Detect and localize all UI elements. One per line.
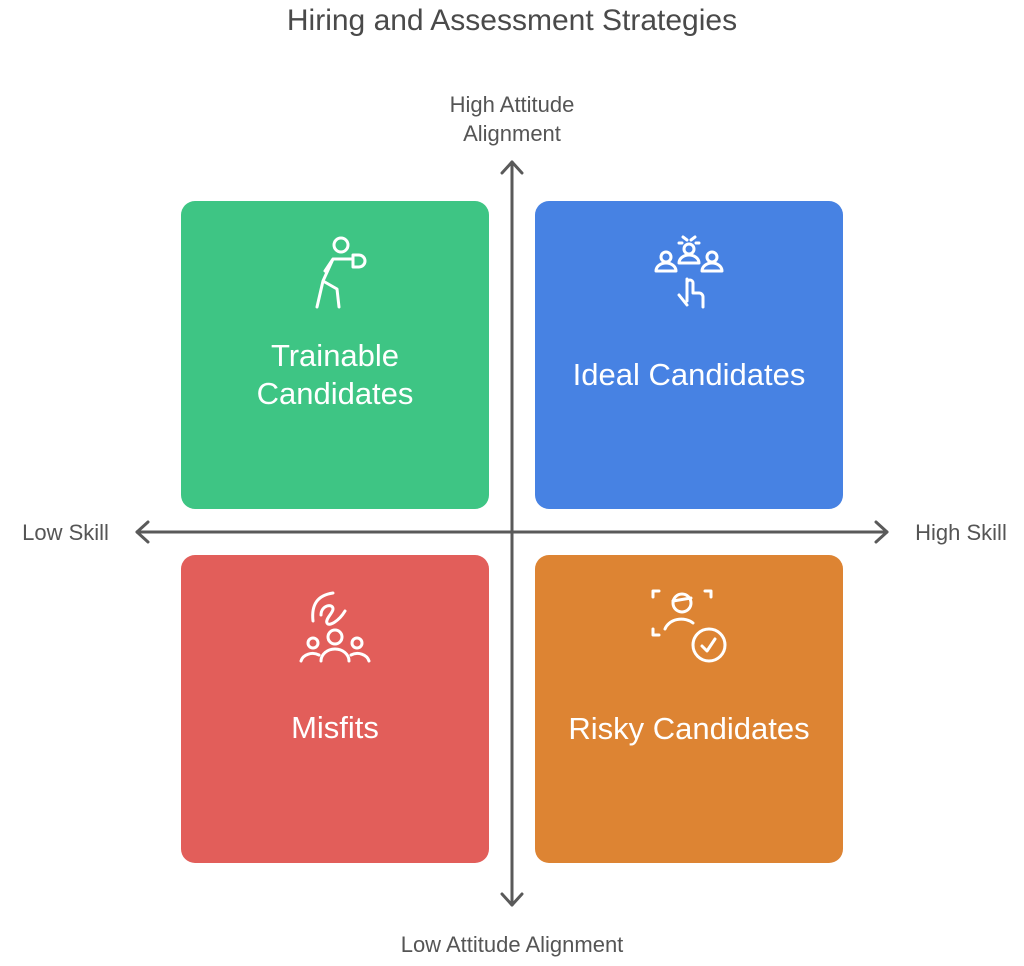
- x-axis-right-label: High Skill: [915, 520, 1007, 545]
- select-person-from-group-icon: [654, 235, 724, 309]
- face-scan-check-icon: [651, 589, 727, 663]
- quadrant-label: Risky Candidates: [568, 711, 810, 746]
- quadrant-trainable-candidates: Trainable Candidates: [181, 201, 489, 509]
- quadrant-misfits: Misfits: [181, 555, 489, 863]
- quadrant-label: Ideal Candidates: [572, 357, 806, 392]
- x-axis-left-label: Low Skill: [22, 520, 109, 545]
- quadrant-label: Misfits: [291, 710, 379, 745]
- arrow-left-icon: [135, 520, 150, 544]
- quadrant-risky-candidates: Risky Candidates: [535, 555, 843, 863]
- hand-over-group-icon: [299, 591, 371, 663]
- arrow-up-icon: [500, 160, 524, 175]
- diagram-title: Hiring and Assessment Strategies: [286, 4, 738, 37]
- arrow-down-icon: [500, 892, 524, 907]
- y-axis-bottom-label: Low Attitude Alignment: [400, 932, 624, 957]
- boxer-person-icon: [315, 236, 367, 309]
- quadrant-label: Trainable Candidates: [256, 338, 414, 411]
- quadrant-ideal-candidates: Ideal Candidates: [535, 201, 843, 509]
- y-axis-top-label: High Attitude Alignment: [449, 92, 575, 146]
- arrow-right-icon: [874, 520, 889, 544]
